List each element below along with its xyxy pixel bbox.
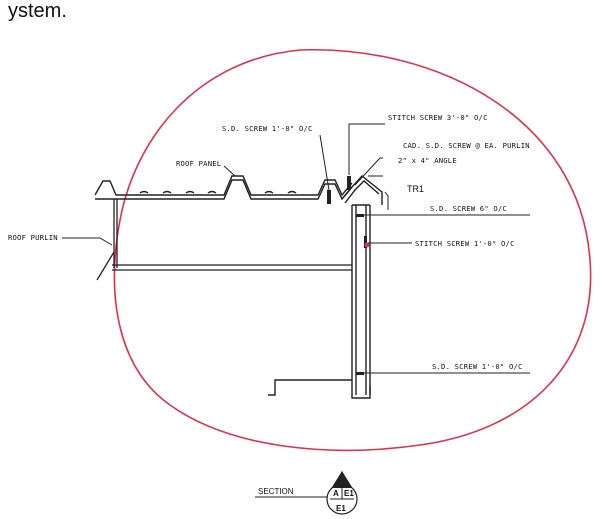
leader-lines (62, 123, 530, 374)
eave-trim (268, 175, 383, 399)
cad-sd-screw-label: CAD. S.D. SCREW @ EA. PURLIN (403, 141, 530, 150)
sd-screw-6-label: S.D. SCREW 6" O/C (430, 204, 507, 213)
stitch-screw-1-label: STITCH SCREW 1'-0" O/C (415, 239, 515, 248)
roof-panel-profile (94, 175, 353, 201)
roof-purlin-label: ROOF PURLIN (8, 233, 58, 242)
text-fragment: ystem. (8, 0, 67, 22)
section-letter: A (333, 489, 339, 498)
stitch-screw-3-label: STITCH SCREW 3'-0" O/C (388, 113, 488, 122)
angle-label: 2" x 4" ANGLE (398, 156, 457, 165)
roof-purlin (96, 199, 352, 281)
section-sheet-top: E1 (344, 489, 354, 498)
sd-screw-bottom-label: S.D. SCREW 1'-0" O/C (432, 362, 523, 371)
tr1-label: TR1 (407, 184, 424, 194)
sd-screw-top-label: S.D. SCREW 1'-0" O/C (222, 124, 313, 133)
fasteners (327, 176, 370, 375)
highlight-circle (113, 49, 592, 452)
section-sheet-bottom: E1 (336, 504, 346, 513)
section-label: SECTION (258, 487, 294, 496)
roof-panel-label: ROOF PANEL (176, 159, 221, 168)
section-marker: SECTION A E1 E1 (255, 470, 358, 515)
